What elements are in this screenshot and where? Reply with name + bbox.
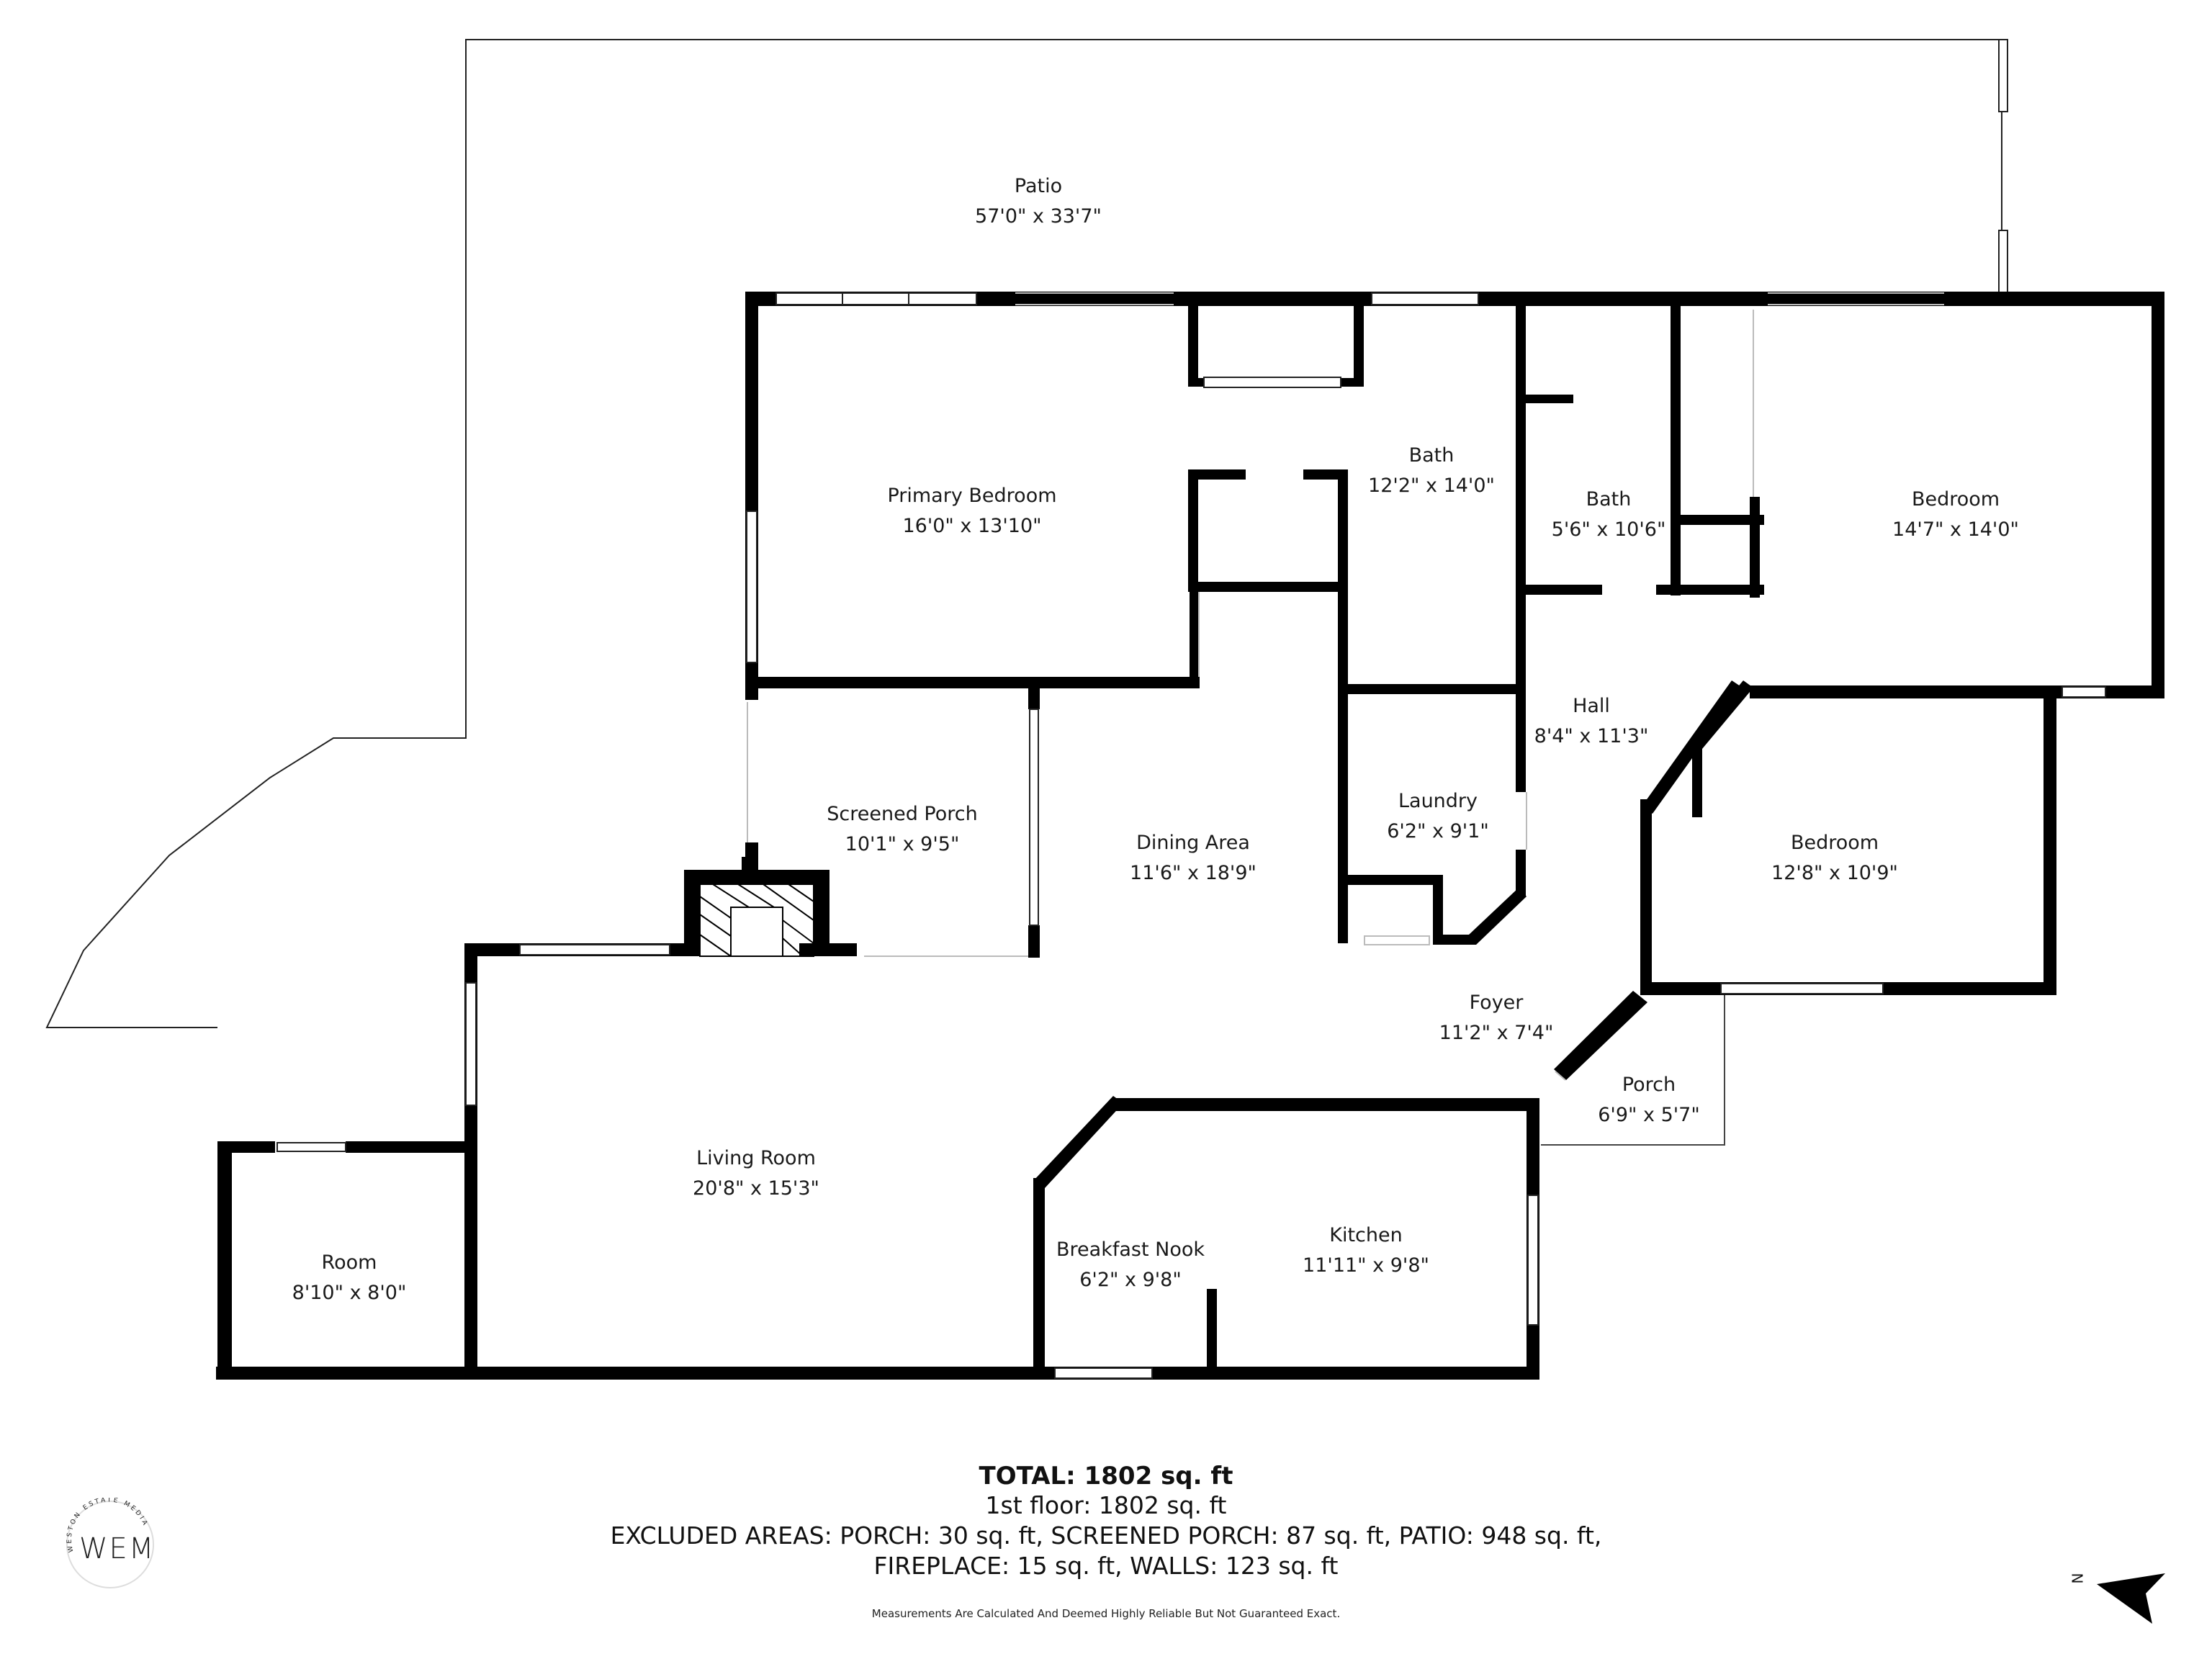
patio-outline	[45, 39, 2008, 1028]
area-summary: TOTAL: 1802 sq. ft 1st floor: 1802 sq. f…	[0, 1462, 2212, 1581]
room-label-living-room: Living Room 20'8" x 15'3"	[693, 1143, 819, 1204]
excluded-areas-line-1: EXCLUDED AREAS: PORCH: 30 sq. ft, SCREEN…	[610, 1521, 1602, 1550]
room-label-bedroom-1: Bedroom 14'7" x 14'0"	[1892, 485, 2019, 545]
room-label-porch: Porch 6'9" x 5'7"	[1598, 1070, 1700, 1130]
disclaimer: Measurements Are Calculated And Deemed H…	[871, 1607, 1341, 1620]
room-dims: 11'6" x 18'9"	[1130, 862, 1256, 884]
excluded-areas-line-2: FIREPLACE: 15 sq. ft, WALLS: 123 sq. ft	[873, 1552, 1339, 1580]
room-name: Kitchen	[1329, 1224, 1403, 1246]
room-dims: 5'6" x 10'6"	[1551, 518, 1666, 541]
room-dims: 11'11" x 9'8"	[1303, 1254, 1429, 1277]
room-dims: 14'7" x 14'0"	[1892, 518, 2019, 541]
room-label-dining-area: Dining Area 11'6" x 18'9"	[1130, 828, 1256, 889]
room-dims: 6'9" x 5'7"	[1598, 1104, 1700, 1126]
room-name: Primary Bedroom	[887, 485, 1057, 507]
room-dims: 12'2" x 14'0"	[1368, 475, 1495, 497]
room-dims: 12'8" x 10'9"	[1771, 862, 1898, 884]
north-arrow-icon	[2097, 1573, 2165, 1624]
room-name: Dining Area	[1136, 832, 1250, 854]
room-name: Patio	[1014, 175, 1063, 197]
room-label-kitchen: Kitchen 11'11" x 9'8"	[1303, 1220, 1429, 1281]
room-dims: 16'0" x 13'10"	[902, 515, 1042, 537]
room-label-patio: Patio 57'0" x 33'7"	[975, 171, 1102, 232]
room-name: Laundry	[1398, 790, 1478, 812]
room-name: Screened Porch	[827, 803, 978, 825]
room-name: Breakfast Nook	[1056, 1238, 1205, 1261]
total-area: TOTAL: 1802 sq. ft	[979, 1462, 1233, 1491]
windows	[276, 292, 2106, 1379]
room-dims: 6'2" x 9'8"	[1079, 1269, 1182, 1291]
porch-outline	[1541, 995, 1725, 1146]
floor-area: 1st floor: 1802 sq. ft	[985, 1491, 1227, 1519]
openings	[747, 292, 1944, 1081]
room-dims: 11'2" x 7'4"	[1439, 1022, 1554, 1044]
room-name: Foyer	[1469, 992, 1524, 1014]
room-label-screened-porch: Screened Porch 10'1" x 9'5"	[827, 799, 977, 860]
room-label-foyer: Foyer 11'2" x 7'4"	[1439, 988, 1554, 1048]
room-dims: 8'10" x 8'0"	[292, 1282, 407, 1304]
room-label-bath-1: Bath 12'2" x 14'0"	[1368, 441, 1495, 501]
logo-initials: WEM	[79, 1532, 156, 1565]
room-name: Porch	[1622, 1074, 1676, 1096]
room-name: Bath	[1408, 444, 1455, 467]
room-dims: 6'2" x 9'1"	[1387, 820, 1489, 842]
room-name: Living Room	[696, 1147, 816, 1169]
logo-circle-icon: WESTON ESTATE MEDIA	[66, 1498, 154, 1588]
room-dims: 10'1" x 9'5"	[845, 833, 960, 855]
fireplace-hatch	[699, 884, 814, 957]
room-name: Hall	[1573, 695, 1610, 717]
room-label-bath-2: Bath 5'6" x 10'6"	[1552, 485, 1666, 545]
room-dims: 57'0" x 33'7"	[975, 205, 1102, 228]
room-name: Room	[321, 1251, 377, 1274]
room-dims: 20'8" x 15'3"	[693, 1177, 819, 1200]
room-label-bedroom-2: Bedroom 12'8" x 10'9"	[1771, 828, 1898, 889]
room-label-hall: Hall 8'4" x 11'3"	[1534, 691, 1649, 752]
room-label-laundry: Laundry 6'2" x 9'1"	[1387, 786, 1489, 847]
room-name: Bedroom	[1790, 832, 1879, 854]
room-label-breakfast-nook: Breakfast Nook 6'2" x 9'8"	[1056, 1235, 1205, 1295]
room-name: Bedroom	[1911, 488, 2000, 511]
room-name: Bath	[1586, 488, 1632, 511]
room-label-primary-bedroom: Primary Bedroom 16'0" x 13'10"	[887, 481, 1056, 541]
room-label-room: Room 8'10" x 8'0"	[292, 1248, 407, 1308]
room-dims: 8'4" x 11'3"	[1534, 725, 1649, 747]
